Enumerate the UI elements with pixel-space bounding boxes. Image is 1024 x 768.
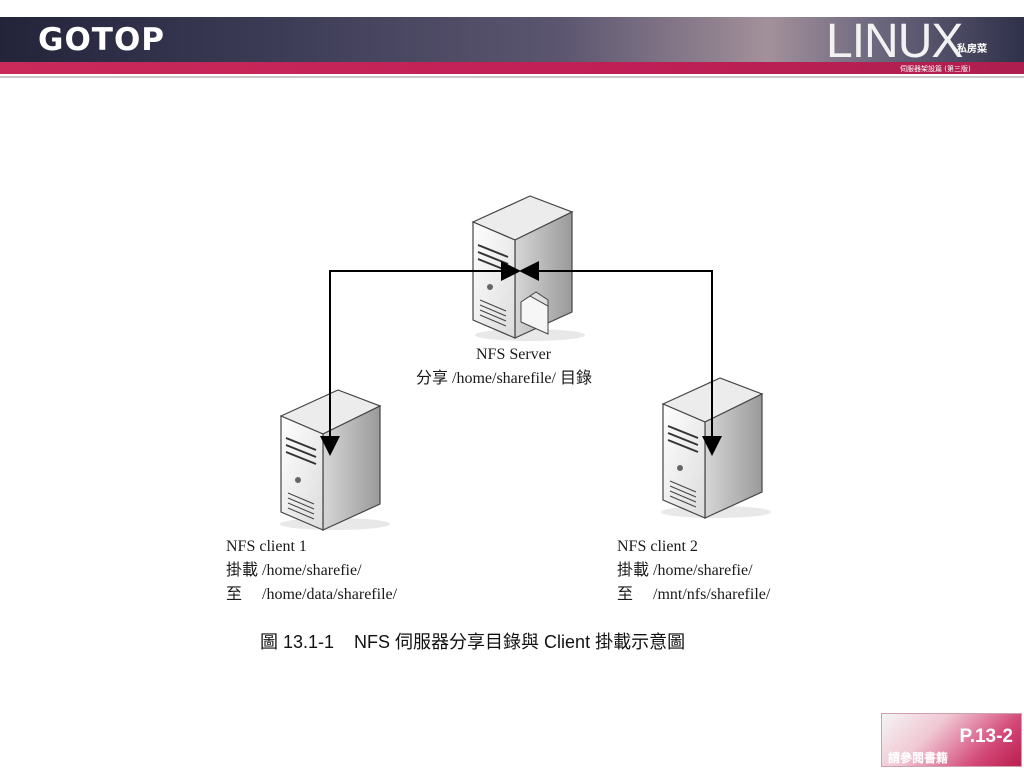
page-number: P.13-2: [959, 726, 1013, 747]
client1-mount-label: 掛載 /home/sharefie/: [226, 562, 362, 579]
header-band: [0, 17, 1024, 64]
connection-server-client2: [519, 261, 722, 456]
server-name-label: NFS Server: [476, 346, 552, 363]
page-number-badge: P.13-2 請參閱書籍: [881, 713, 1022, 767]
nfs-client1-icon: [279, 389, 390, 531]
header-divider: [0, 76, 1024, 78]
book-logo: LINUX: [826, 15, 963, 68]
book-logo-subtitle: 私房菜: [957, 44, 987, 55]
book-edition: 伺服器架設篇 (第三版): [900, 65, 971, 73]
connection-server-client1: [320, 261, 521, 456]
nfs-client2-icon: [661, 377, 771, 519]
page-note: 請參閱書籍: [888, 751, 949, 765]
client1-target-label: 至 /home/data/sharefile/: [226, 586, 398, 603]
client2-target-label: 至 /mnt/nfs/sharefile/: [617, 586, 771, 603]
nfs-server-icon: [471, 195, 585, 341]
figure-caption: 圖 13.1-1 NFS 伺服器分享目錄與 Client 掛載示意圖: [260, 632, 686, 652]
client2-mount-label: 掛載 /home/sharefie/: [617, 562, 753, 579]
publisher-logo: GOTOP: [38, 22, 166, 58]
client2-name-label: NFS client 2: [617, 538, 698, 555]
header-stripe: [0, 62, 1024, 74]
server-desc-label: 分享 /home/sharefile/ 目錄: [416, 370, 592, 387]
client1-name-label: NFS client 1: [226, 538, 307, 555]
slide-header: GOTOP LINUX 私房菜 伺服器架設篇 (第三版): [0, 0, 1024, 80]
